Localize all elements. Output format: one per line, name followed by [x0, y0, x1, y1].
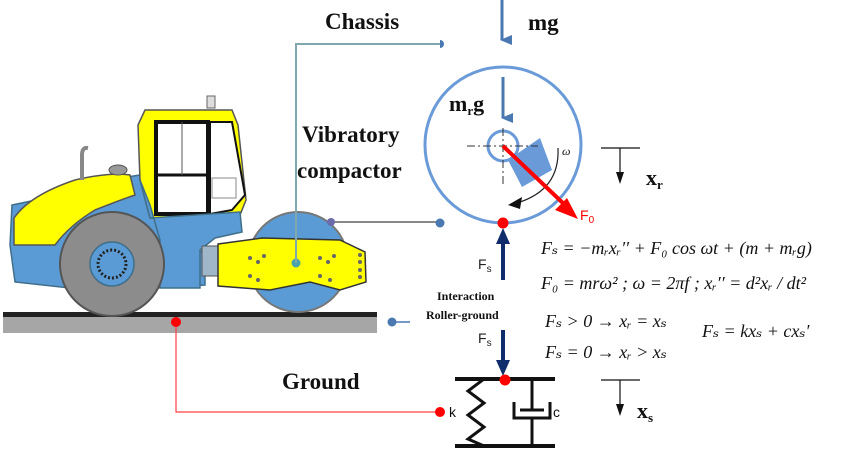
drum-leader-end — [435, 218, 445, 228]
spring-label: k — [449, 404, 457, 420]
drum-leader-start — [327, 218, 335, 226]
label-compactor: compactor — [297, 158, 402, 183]
label-interaction: Interaction — [437, 289, 495, 303]
drum-model: mg mrg ω F0 Fs Fs xr — [423, 0, 663, 376]
xs-arrow-head — [616, 404, 624, 416]
damper-label: c — [553, 404, 560, 420]
equations: Fₛ = −mᵣxᵣ′′ + F₀ cos ωt + (m + mᵣg) F₀ … — [540, 238, 812, 362]
ground-slab — [3, 316, 377, 333]
rear-hub-bolts — [96, 248, 128, 280]
label-vibratory: Vibratory — [302, 122, 400, 147]
omega-rotation-arrow — [516, 147, 559, 204]
xr-arrow-head — [616, 172, 624, 184]
chassis-leader — [295, 43, 440, 263]
yoke-bolts — [248, 253, 362, 282]
leader-lines — [171, 40, 445, 417]
ground-leader — [175, 322, 440, 413]
spring — [465, 377, 487, 448]
compactor-vehicle — [3, 95, 377, 333]
xr-label: xr — [646, 165, 663, 192]
beacon — [206, 95, 216, 109]
roller-contact-point — [497, 217, 509, 229]
ground-contact-point — [499, 374, 511, 386]
f0-arrow-head — [555, 198, 578, 219]
interaction-leader-dot — [387, 317, 397, 327]
mrg-label: mrg — [449, 91, 484, 118]
fs-up-label: Fs — [478, 256, 492, 275]
fs-down-label: Fs — [478, 330, 492, 349]
ground-leader-start — [171, 317, 181, 327]
f0-label: F0 — [580, 207, 595, 226]
omega-arrow-head — [508, 197, 522, 209]
cab-seat — [211, 177, 237, 199]
hood-yellow — [13, 173, 136, 246]
label-roller-ground: Roller-ground — [426, 308, 499, 322]
equation-3: Fₛ > 0 → xᵣ = xₛ — [544, 311, 667, 331]
equation-2: F₀ = mrω² ; ω = 2πf ; xᵣ′′ = d²xᵣ / dt² — [540, 273, 807, 293]
fs-up-arrow-head — [496, 228, 510, 244]
ground-leader-end — [435, 407, 445, 417]
cab-base-blue — [139, 179, 243, 289]
omega-label: ω — [562, 144, 570, 158]
equation-1: Fₛ = −mᵣxᵣ′′ + F₀ cos ωt + (m + mᵣg) — [540, 238, 812, 259]
chassis-leader-end — [440, 40, 444, 48]
label-ground: Ground — [282, 369, 360, 394]
ground-surface-line — [3, 312, 377, 317]
fs-down-arrow-head — [496, 360, 510, 376]
xs-label: xs — [637, 398, 653, 425]
f0-arrow — [501, 144, 568, 208]
label-chassis: Chassis — [325, 9, 399, 34]
eccentric-mass — [508, 138, 552, 187]
mg-label: mg — [528, 10, 559, 35]
air-cap — [108, 164, 128, 176]
equation-4: Fₛ = 0 → xᵣ > xₛ — [544, 342, 667, 362]
exhaust-pipe — [80, 145, 89, 180]
equation-5: Fₛ = kxₛ + cxₛ′ — [701, 321, 810, 341]
rear-hub-center — [102, 254, 122, 274]
spring-damper-model: k c xs — [449, 374, 653, 448]
